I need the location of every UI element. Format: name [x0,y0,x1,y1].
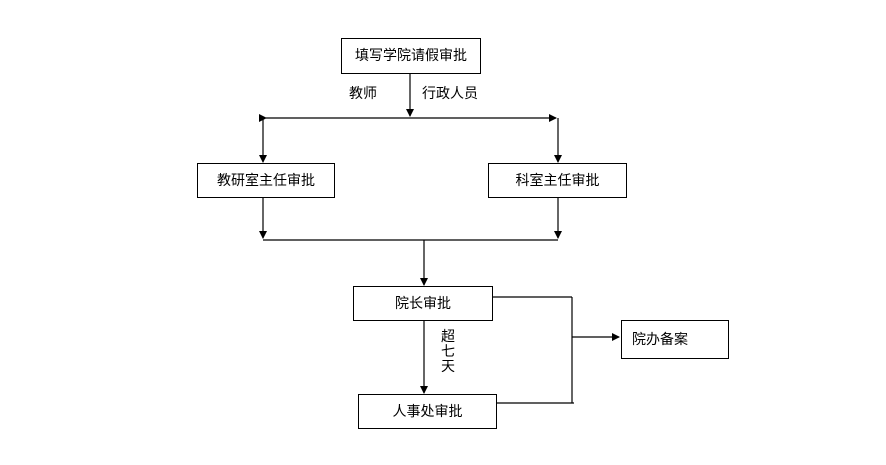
node-fill-form: 填写学院请假审批 [341,38,481,74]
label-char-2: 七 [441,344,455,360]
label-char-3: 天 [441,359,455,375]
node-office-record: 院办备案 [621,320,729,359]
node-section-director: 科室主任审批 [488,163,627,198]
node-teaching-director: 教研室主任审批 [197,163,335,198]
label-char-1: 超 [441,329,455,345]
node-dean: 院长审批 [353,286,493,321]
node-hr: 人事处审批 [358,394,497,429]
label-over-seven-days: 超 七 天 [441,330,455,375]
label-admin-staff: 行政人员 [422,86,478,102]
label-teacher: 教师 [349,86,377,102]
